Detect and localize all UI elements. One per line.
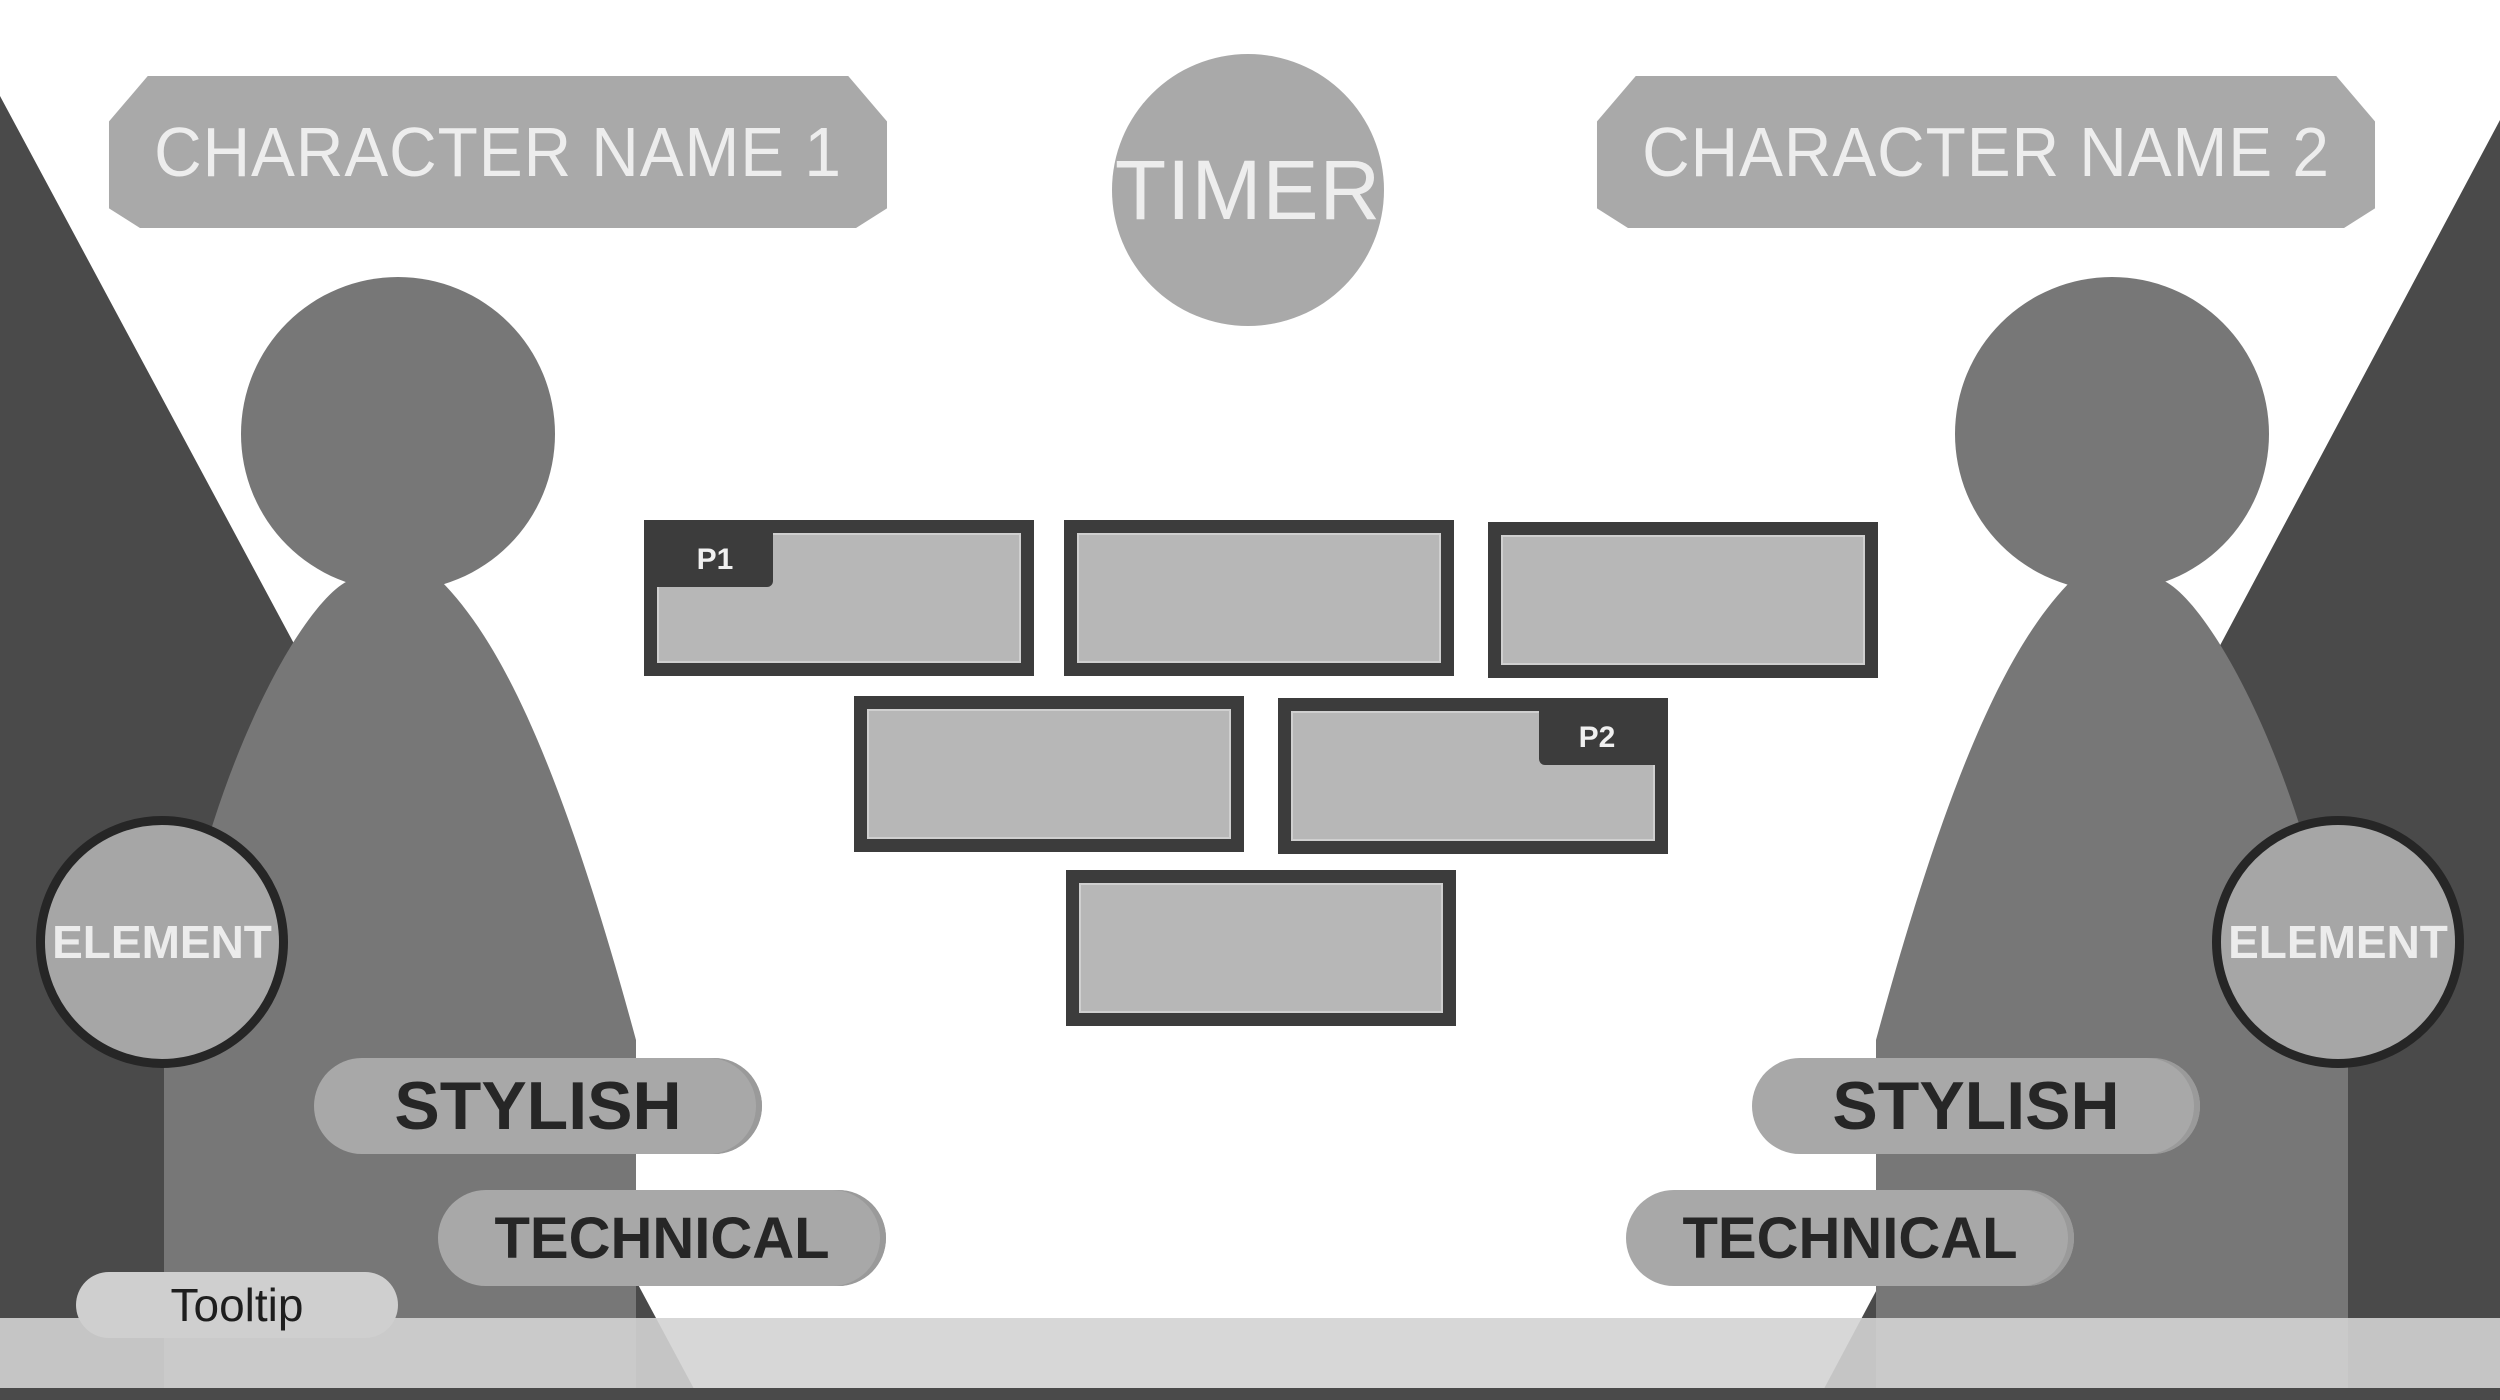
tooltip-text: Tooltip — [170, 1279, 304, 1331]
character-slot-3[interactable] — [1488, 522, 1878, 678]
player-2-element-label: ELEMENT — [2228, 916, 2448, 968]
player-1-stylish-button[interactable]: STYLISH — [314, 1058, 762, 1154]
character-slot-5[interactable]: P2 — [1278, 698, 1668, 854]
player-1-element-label: ELEMENT — [52, 916, 272, 968]
p1-cursor-marker: P1 — [657, 533, 773, 587]
p2-cursor-marker: P2 — [1539, 711, 1655, 765]
player-2-stylish-button[interactable]: STYLISH — [1752, 1058, 2200, 1154]
tooltip: Tooltip — [76, 1272, 398, 1338]
player-1-element-badge[interactable]: ELEMENT — [36, 816, 288, 1068]
player-2-character-name: CHARACTER NAME 2 — [1596, 76, 2376, 228]
floor-edge — [0, 1388, 2500, 1400]
round-timer: TIMER — [1112, 54, 1384, 326]
player-1-stylish-label: STYLISH — [394, 1068, 682, 1144]
player-1-character-name: CHARACTER NAME 1 — [108, 76, 888, 228]
character-slot-4[interactable] — [854, 696, 1244, 852]
timer-label: TIMER — [1114, 142, 1382, 237]
player-2-stylish-label: STYLISH — [1832, 1068, 2120, 1144]
player-2-element-badge[interactable]: ELEMENT — [2212, 816, 2464, 1068]
player-2-character-name-text: CHARACTER NAME 2 — [1642, 113, 2330, 191]
player-2-technical-button[interactable]: TECHNICAL — [1626, 1190, 2074, 1286]
character-slot-6[interactable] — [1066, 870, 1456, 1026]
player-1-technical-button[interactable]: TECHNICAL — [438, 1190, 886, 1286]
character-slot-1[interactable]: P1 — [644, 520, 1034, 676]
floor-strip — [0, 1318, 2500, 1388]
player-2-technical-label: TECHNICAL — [1682, 1205, 2018, 1271]
character-slot-2[interactable] — [1064, 520, 1454, 676]
player-1-technical-label: TECHNICAL — [494, 1205, 830, 1271]
player-1-character-name-text: CHARACTER NAME 1 — [154, 113, 842, 191]
